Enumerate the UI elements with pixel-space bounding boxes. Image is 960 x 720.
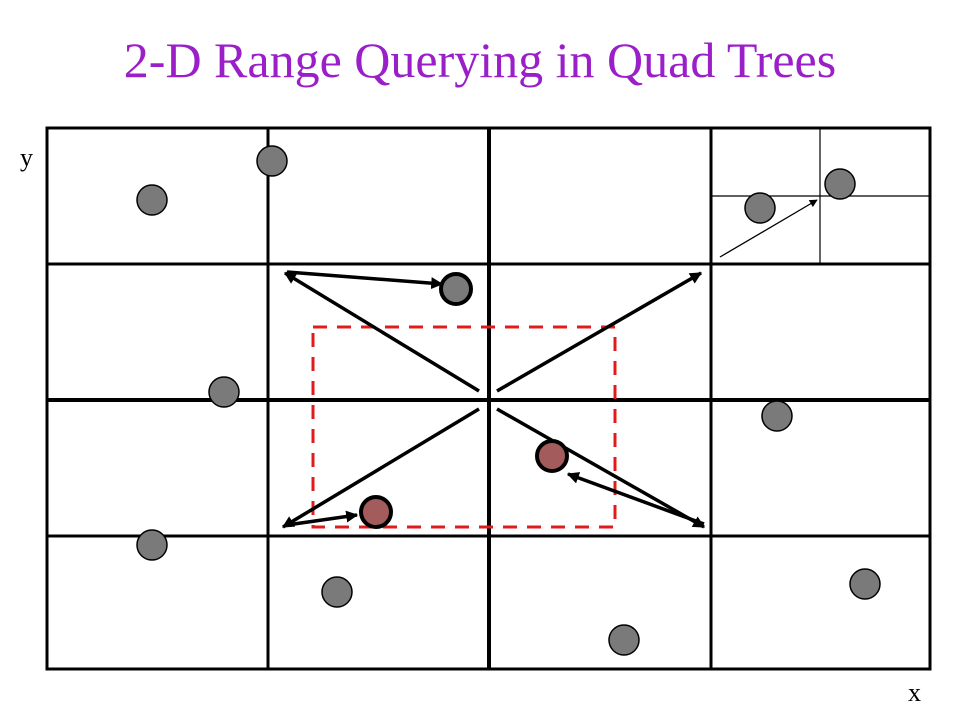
arrow-to-ne [496, 271, 703, 393]
data-point [849, 568, 881, 600]
data-point [744, 192, 776, 224]
data-point [824, 168, 856, 200]
arrow-to-sw [281, 407, 480, 529]
traversal-arrows [281, 199, 818, 529]
data-point [761, 400, 793, 432]
data-point [136, 184, 168, 216]
query-range-box [311, 325, 617, 529]
result-point [535, 439, 569, 473]
data-point [608, 624, 640, 656]
arrow-to-nw [283, 271, 480, 393]
data-point [321, 576, 353, 608]
quad-grid [47, 128, 930, 669]
data-point [208, 376, 240, 408]
data-point [439, 272, 473, 306]
arrow-sw-to-point [286, 510, 359, 527]
arrow-to-se [496, 407, 706, 529]
data-point [136, 529, 168, 561]
query-result-points [359, 439, 569, 529]
data-points [136, 145, 881, 656]
result-point [359, 495, 393, 529]
y-axis-label: y [20, 143, 33, 172]
arrow-nw-to-point [286, 270, 444, 290]
arrow-se-to-point [566, 472, 705, 526]
slide-title: 2-D Range Querying in Quad Trees [123, 32, 837, 88]
data-point [256, 145, 288, 177]
arrow-fine-subdivision [719, 199, 818, 258]
x-axis-label: x [908, 678, 921, 707]
